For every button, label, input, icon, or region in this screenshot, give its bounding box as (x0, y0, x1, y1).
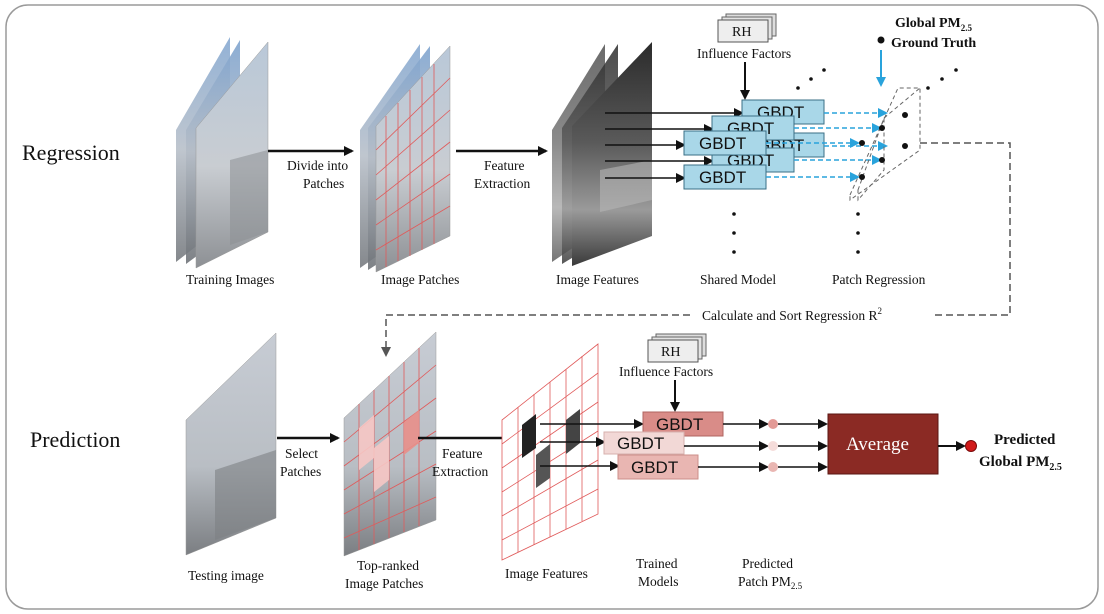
svg-text:GBDT: GBDT (617, 434, 664, 453)
ground-truth-label: Ground Truth (891, 36, 976, 51)
caption-trained-line1: Trained (636, 556, 678, 571)
image-patches-stack (360, 44, 451, 273)
predicted-patch-dots (684, 419, 828, 472)
caption-patch-regression: Patch Regression (832, 272, 926, 287)
label-divide-line2: Patches (303, 176, 344, 191)
rh-box-bottom: RH (647, 333, 707, 363)
result-line1: Predicted (994, 432, 1056, 448)
label-select-line1: Select (285, 446, 318, 461)
caption-image-features-top: Image Features (556, 272, 639, 287)
training-images-stack (176, 37, 269, 269)
label-feature-top-line2: Extraction (474, 176, 530, 191)
caption-top-ranked-line2: Image Patches (345, 576, 423, 591)
rh-label-bottom: RH (661, 345, 680, 360)
result-dot (965, 440, 977, 452)
influence-factors-top: Influence Factors (697, 46, 791, 61)
caption-predicted-line1: Predicted (742, 556, 793, 571)
dashed-return-path (381, 142, 1011, 357)
rh-box-top: RH (717, 13, 777, 43)
caption-image-features-bottom: Image Features (505, 566, 588, 581)
feature-to-gbdt-arrows (605, 108, 744, 183)
caption-image-patches: Image Patches (381, 272, 459, 287)
image-features-stack (552, 42, 652, 266)
gbdt-stack-prediction: GBDT GBDT GBDT (603, 411, 724, 480)
calculate-sort-label: Calculate and Sort Regression R2 (702, 306, 882, 323)
influence-factors-bottom: Influence Factors (619, 364, 713, 379)
row-label-prediction: Prediction (30, 427, 120, 452)
svg-text:GBDT: GBDT (656, 415, 703, 434)
row-label-regression: Regression (22, 140, 120, 165)
gbdt-box-light: GBDT (603, 431, 685, 455)
label-feature-top-line1: Feature (484, 158, 524, 173)
caption-predicted-line2: Patch PM2.5 (738, 574, 803, 591)
average-box (827, 413, 939, 475)
caption-trained-line2: Models (638, 574, 679, 589)
average-label: Average (846, 434, 909, 455)
ellipsis-dots (732, 68, 958, 254)
global-pm-title: Global PM2.5 (895, 16, 972, 33)
outer-frame (5, 4, 1099, 610)
blue-dashed-arrows (766, 108, 888, 182)
testing-image (185, 332, 277, 556)
caption-testing-image: Testing image (188, 568, 264, 583)
label-feature-bottom-line1: Feature (442, 446, 482, 461)
gbdt-box: GBDT (683, 164, 767, 190)
patch-regression-planes (849, 87, 921, 202)
svg-text:GBDT: GBDT (699, 134, 746, 153)
gbdt-stack-regression: GBDT GBDT GBDT GBDT GBDT GBDT (683, 99, 825, 190)
gbdt-box: GBDT (683, 130, 767, 156)
result-line2: Global PM2.5 (979, 454, 1062, 473)
label-feature-bottom-line2: Extraction (432, 464, 488, 479)
top-ranked-patches (343, 331, 437, 557)
patch-points (859, 112, 908, 180)
caption-shared-model: Shared Model (700, 272, 776, 287)
ground-truth-dot (877, 36, 885, 44)
svg-text:GBDT: GBDT (699, 168, 746, 187)
rh-label-top: RH (732, 25, 751, 40)
label-select-line2: Patches (280, 464, 321, 479)
caption-top-ranked-line1: Top-ranked (357, 558, 419, 573)
caption-training-images: Training Images (186, 272, 274, 287)
svg-text:GBDT: GBDT (631, 458, 678, 477)
features-to-gbdt-arrows-bottom (540, 419, 644, 471)
gbdt-box-mid: GBDT (617, 454, 699, 480)
label-divide-line1: Divide into (287, 158, 348, 173)
